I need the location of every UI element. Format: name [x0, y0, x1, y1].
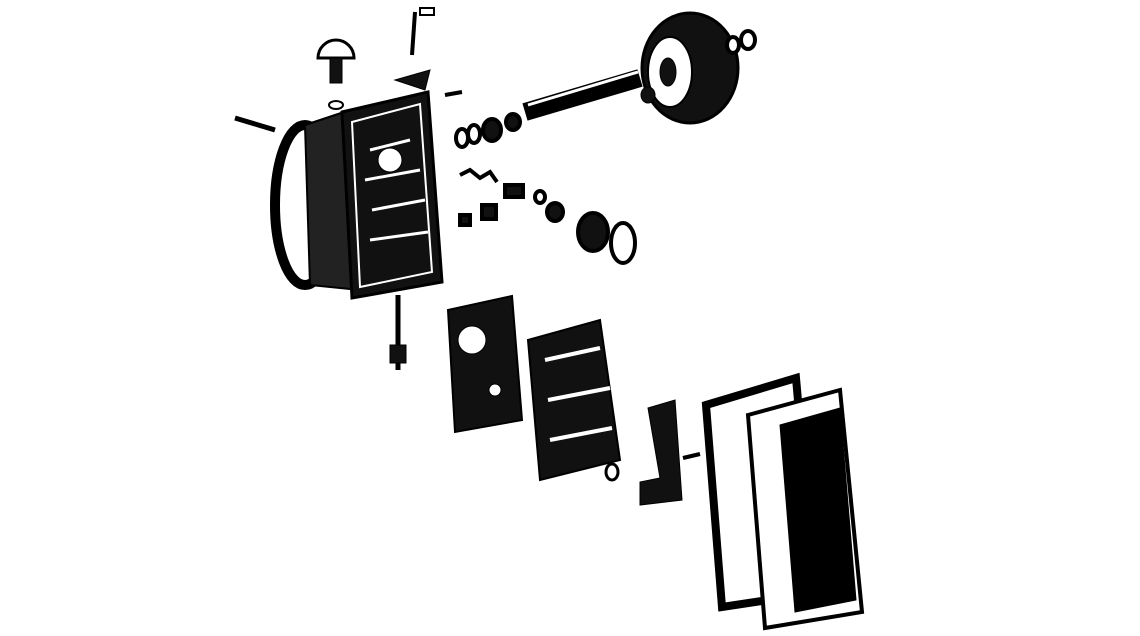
bracket: [639, 399, 701, 506]
rings-and-springs: [454, 112, 637, 265]
gasket: [446, 294, 524, 434]
mounting-plate: [340, 90, 444, 300]
dome-breather: [316, 38, 356, 110]
drum: [640, 11, 757, 125]
lever-linkage: [234, 7, 463, 133]
oil-pan: [745, 387, 865, 631]
valve-body: [526, 318, 622, 482]
output-shaft: [522, 69, 643, 121]
drain-plug: [389, 295, 407, 370]
